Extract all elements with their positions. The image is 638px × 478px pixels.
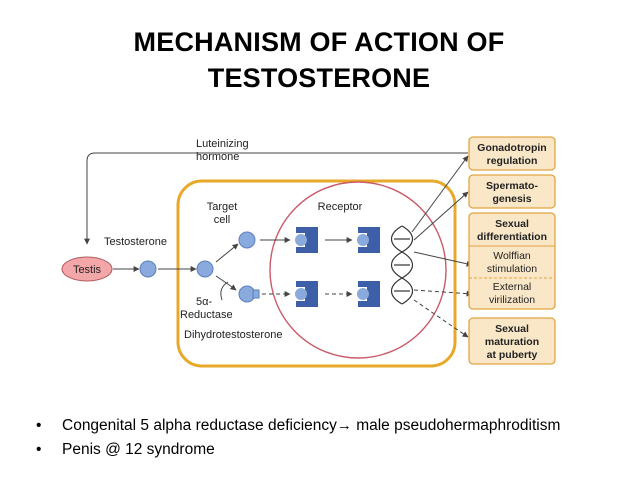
receptor-dht-bound (295, 281, 318, 307)
right-arrow-icon: → (336, 417, 352, 434)
title-line-2: TESTOSTERONE (207, 63, 431, 93)
lh-feedback-arrow (84, 152, 468, 245)
testosterone-molecule-3 (238, 231, 256, 249)
effect-virilization-line-1: External (493, 281, 532, 293)
effect-sexual-maturation: Sexual maturation at puberty (468, 317, 556, 365)
testosterone-molecule-1 (139, 260, 157, 278)
receptor-label: Receptor (318, 201, 363, 213)
target-cell-label-line-1: Target (207, 201, 238, 213)
reductase-label-line-2: Reductase (180, 309, 233, 321)
receptor-t-bound (295, 227, 318, 253)
arrow-to-gonadotropin (411, 155, 469, 233)
bullet-dot: • (36, 417, 42, 434)
effect-maturation-line-1: Sexual (495, 323, 529, 335)
dht-label: Dihydrotestosterone (184, 329, 282, 341)
effect-wolffian-line-1: Wolffian (493, 250, 531, 262)
effect-spermatogenesis-line-2: genesis (492, 193, 531, 205)
arrow-to-spermatogenesis (413, 191, 469, 241)
arrow-to-virilization (413, 289, 473, 297)
effect-maturation-line-3: at puberty (487, 349, 538, 361)
testis-label: Testis (73, 264, 102, 276)
arrow-t-to-upper (215, 243, 239, 263)
arrow-to-puberty (413, 299, 469, 338)
effect-wolffian-line-2: stimulation (487, 263, 537, 275)
testosterone-molecule-2 (196, 260, 214, 278)
effect-gonadotropin-line-1: Gonadotropin (477, 142, 546, 154)
bullet-item-1: • Congenital 5 alpha reductase deficiency… (36, 414, 560, 438)
effect-maturation-line-2: maturation (485, 336, 539, 348)
receptor-t-complex (357, 227, 380, 253)
dht-molecule (238, 285, 260, 303)
reductase-curve (220, 281, 229, 301)
testosterone-mechanism-diagram: Luteinizing hormone Testis Testosterone … (61, 136, 556, 368)
testis (61, 256, 113, 282)
reductase-label-line-1: 5α- (196, 296, 212, 308)
bullet-item-2: • Penis @ 12 syndrome (36, 438, 560, 462)
bullet-1-after: male pseudohermaphroditism (351, 417, 561, 434)
bullet-2-text: Penis @ 12 syndrome (62, 441, 215, 458)
nucleus-outline (269, 181, 447, 359)
effect-gonadotropin-regulation: Gonadotropin regulation (468, 136, 556, 171)
title-line-1: MECHANISM OF ACTION OF (133, 27, 505, 57)
target-cell-label-line-2: cell (214, 214, 231, 226)
lh-label-line-2: hormone (196, 151, 239, 163)
lh-label-line-1: Luteinizing (196, 138, 249, 150)
arrow-t-to-dht (215, 275, 237, 291)
effect-spermatogenesis-line-1: Spermato- (486, 180, 538, 192)
bullet-dot: • (36, 441, 42, 458)
receptor-dht-complex (357, 281, 380, 307)
testosterone-label: Testosterone (104, 236, 167, 248)
effect-gonadotropin-line-2: regulation (487, 155, 538, 167)
effect-spermatogenesis: Spermato- genesis (468, 174, 556, 209)
arrow-to-wolffian (413, 251, 473, 267)
effect-sexual-differentiation: Sexual differentiation Wolffian stimulat… (468, 212, 556, 310)
effect-differentiation-line-2: differentiation (477, 231, 547, 243)
effect-virilization-line-2: virilization (489, 294, 535, 306)
effect-differentiation-line-1: Sexual (495, 218, 529, 230)
bullet-1-text: Congenital 5 alpha reductase deficiency (62, 417, 337, 434)
target-cell-outline (176, 179, 457, 368)
bullet-list: • Congenital 5 alpha reductase deficiency… (36, 414, 560, 462)
slide-title: MECHANISM OF ACTION OF TESTOSTERONE (0, 24, 638, 96)
dna-helix (390, 225, 414, 305)
